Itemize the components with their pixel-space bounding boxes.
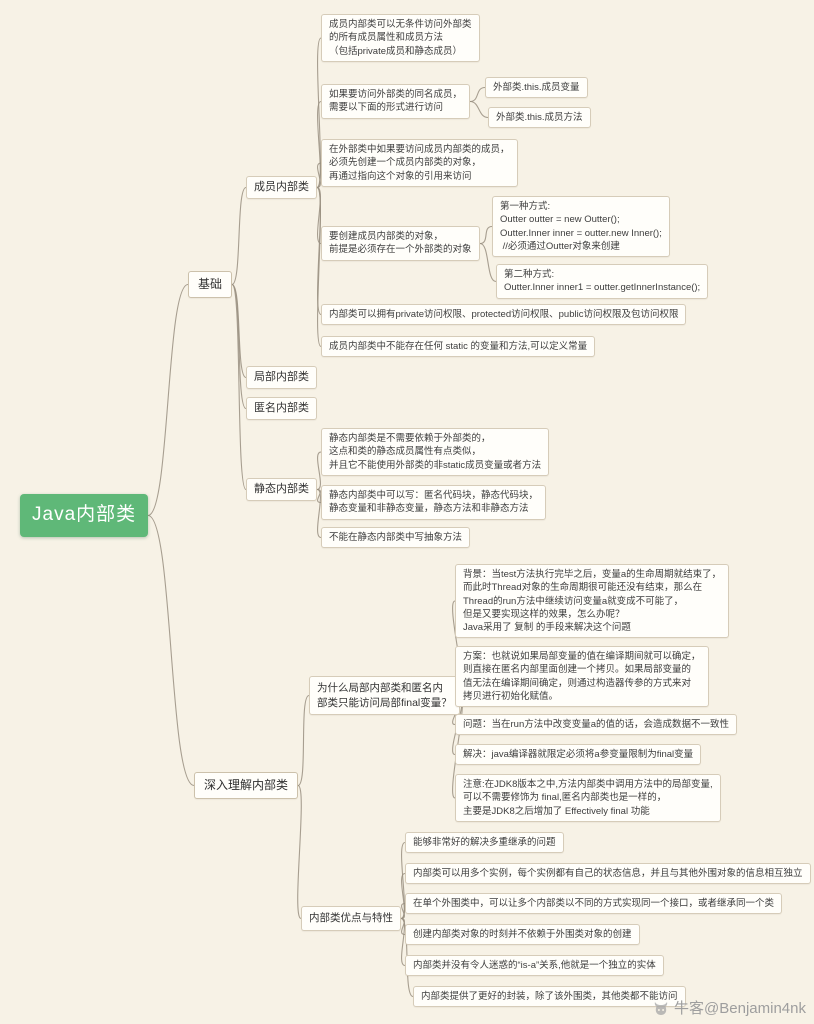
topic-why-final-variables[interactable]: 为什么局部内部类和匿名内 部类只能访问局部final变量？ <box>309 676 460 716</box>
watermark: 牛客@Benjamin4nk <box>653 997 806 1018</box>
note-outer-this-field[interactable]: 外部类.this.成员变量 <box>485 77 588 99</box>
nowcoder-logo-icon <box>654 1001 668 1015</box>
note-advantage-multiple-inheritance[interactable]: 能够非常好的解决多重继承的问题 <box>405 832 564 854</box>
note-outer-class-access-inner[interactable]: 在外部类中如果要访问成员内部类的成员， 必须先创建一个成员内部类的对象， 再通过… <box>321 139 518 187</box>
note-final-problem-inconsistency[interactable]: 问题：当在run方法中改变变量a的值的话，会造成数据不一致性 <box>455 714 738 736</box>
branch-basics[interactable]: 基础 <box>188 271 233 298</box>
note-advantage-better-encapsulation[interactable]: 内部类提供了更好的封装，除了该外围类，其他类都不能访问 <box>413 986 686 1008</box>
note-inner-class-access-modifiers[interactable]: 内部类可以拥有private访问权限、protected访问权限、public访… <box>321 304 687 326</box>
note-advantage-multiple-instances[interactable]: 内部类可以用多个实例，每个实例都有自己的状态信息，并且与其他外围对象的信息相互独… <box>405 863 811 885</box>
note-advantage-multiple-implementations[interactable]: 在单个外围类中，可以让多个内部类以不同的方式实现同一个接口，或者继承同一个类 <box>405 893 783 915</box>
topic-member-inner-class[interactable]: 成员内部类 <box>246 176 317 199</box>
watermark-text: 牛客@Benjamin4nk <box>674 1000 806 1017</box>
note-advantage-no-isa-relation[interactable]: 内部类并没有令人迷惑的“is-a”关系,他就是一个独立的实体 <box>405 955 664 977</box>
note-outer-this-method[interactable]: 外部类.this.成员方法 <box>488 107 591 129</box>
topic-inner-class-advantages[interactable]: 内部类优点与特性 <box>301 906 401 931</box>
topic-anonymous-inner-class[interactable]: 匿名内部类 <box>246 397 317 420</box>
note-create-inner-object-precondition[interactable]: 要创建成员内部类的对象， 前提是必须存在一个外部类的对象 <box>321 226 480 261</box>
note-access-same-name-members[interactable]: 如果要访问外部类的同名成员， 需要以下面的形式进行访问 <box>321 84 471 119</box>
topic-local-inner-class[interactable]: 局部内部类 <box>246 366 317 389</box>
note-final-solution-copy[interactable]: 方案：也就说如果局部变量的值在编译期间就可以确定， 则直接在匿名内部里面创建一个… <box>455 646 709 708</box>
note-create-way2-code[interactable]: 第二种方式: Outter.Inner inner1 = outter.getI… <box>496 264 709 299</box>
topic-static-inner-class[interactable]: 静态内部类 <box>246 478 317 501</box>
note-static-inner-no-abstract[interactable]: 不能在静态内部类中写抽象方法 <box>321 527 471 549</box>
note-static-inner-independent[interactable]: 静态内部类是不需要依赖于外部类的， 这点和类的静态成员属性有点类似， 并且它不能… <box>321 428 550 476</box>
branch-deep-understanding[interactable]: 深入理解内部类 <box>194 772 299 799</box>
note-create-way1-code[interactable]: 第一种方式: Outter outter = new Outter(); Out… <box>492 196 670 258</box>
root-topic-java-inner-class[interactable]: Java内部类 <box>20 494 149 537</box>
note-final-compiler-restriction[interactable]: 解决：java编译器就限定必须将a参变量限制为final变量 <box>455 744 702 766</box>
note-jdk8-effectively-final[interactable]: 注意:在JDK8版本之中,方法内部类中调用方法中的局部变量, 可以不需要修饰为 … <box>455 774 721 822</box>
note-member-unconditional-access[interactable]: 成员内部类可以无条件访问外部类 的所有成员属性和成员方法 （包括private成… <box>321 14 480 62</box>
note-no-static-members[interactable]: 成员内部类中不能存在任何 static 的变量和方法,可以定义常量 <box>321 336 596 358</box>
note-advantage-independent-creation[interactable]: 创建内部类对象的时刻并不依赖于外围类对象的创建 <box>405 924 640 946</box>
note-final-background[interactable]: 背景：当test方法执行完毕之后，变量a的生命周期就结束了， 而此时Thread… <box>455 564 730 639</box>
note-static-inner-can-contain[interactable]: 静态内部类中可以写：匿名代码块，静态代码块， 静态变量和非静态变量，静态方法和非… <box>321 485 547 520</box>
